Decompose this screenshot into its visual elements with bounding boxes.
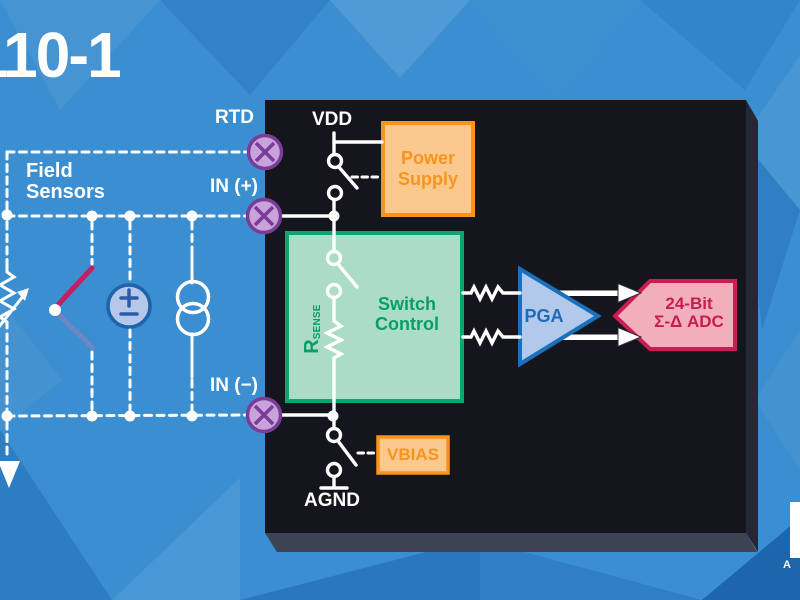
output-resistor-top [461,283,522,303]
adc-line1: 24-Bit [665,294,713,313]
top-switch-blade [336,164,359,190]
thermocouple-junction [49,304,61,316]
power-supply-line2: Supply [397,169,458,189]
power-supply-line1: Power [400,148,455,168]
terminal-in-plus [245,197,283,235]
thermocouple-blue-lead [54,310,95,350]
field-sensors-line2: Sensors [26,181,105,203]
output-resistor-bottom [461,327,522,347]
pin-label-agnd: AGND [304,490,360,511]
switch-control-line2: Control [375,314,439,334]
rtd-arrow-head [17,288,29,301]
adc-block [612,279,737,351]
brand-logo-text-partial: A [783,559,791,571]
inner-switch-terminal [325,282,343,300]
brand-logo-partial [790,502,800,558]
agnd-terminal-circle [325,461,343,479]
switch-control-label: Switch Control [350,294,464,334]
switch-control-line1: Switch [377,294,436,314]
thermocouple-red-lead [54,265,95,309]
vbias-block [376,435,450,475]
junction-dots [1,209,198,422]
terminal-rtd [246,133,284,171]
bottom-switch-blade [336,439,358,467]
current-source-circle [175,279,211,315]
field-sensors-label: Field Sensors [26,161,105,203]
rtd-arrow-line [0,293,26,328]
pga-block [518,265,602,368]
junction-dot [328,210,340,222]
inner-switch-blade [336,262,359,289]
bottom-switch-terminal [325,426,343,444]
power-supply-block [381,121,475,217]
part-number: 110-1 [0,19,122,91]
agnd-symbol [319,475,349,490]
down-arrow [0,461,20,488]
junction-dot [327,410,339,422]
input-terminals [245,133,284,434]
top-switch-terminal [326,152,344,170]
power-supply-label: Power Supply [383,123,473,215]
pin-label-vdd: VDD [312,109,353,130]
inner-switch-terminal [325,249,343,267]
terminal-in-minus [245,396,283,434]
terminal-label-in-plus: IN (+) [209,176,258,197]
top-switch-terminal [326,184,344,202]
voltage-source-plus-minus [119,288,139,316]
chip-bottom-bevel [265,533,757,552]
vbias-label: VBIAS [387,445,439,464]
pga-label: PGA [524,306,564,326]
adc-line2: Σ-Δ ADC [654,312,724,331]
rsense-sub: SENSE [312,304,323,340]
adc-label: 24-Bit Σ-Δ ADC [645,295,733,331]
terminal-label-rtd: RTD [214,107,254,128]
rsense-resistor [323,296,345,430]
rsense-base: R [300,339,323,354]
switch-control-block [285,231,464,403]
field-sensors-line1: Field [26,160,73,182]
current-source-circle [175,301,211,337]
signal-arrows [556,282,643,348]
field-sensor-network [0,150,250,488]
chip-wiring [278,131,522,490]
chip-right-bevel [746,100,758,552]
terminal-label-in-minus: IN (−) [209,375,258,396]
